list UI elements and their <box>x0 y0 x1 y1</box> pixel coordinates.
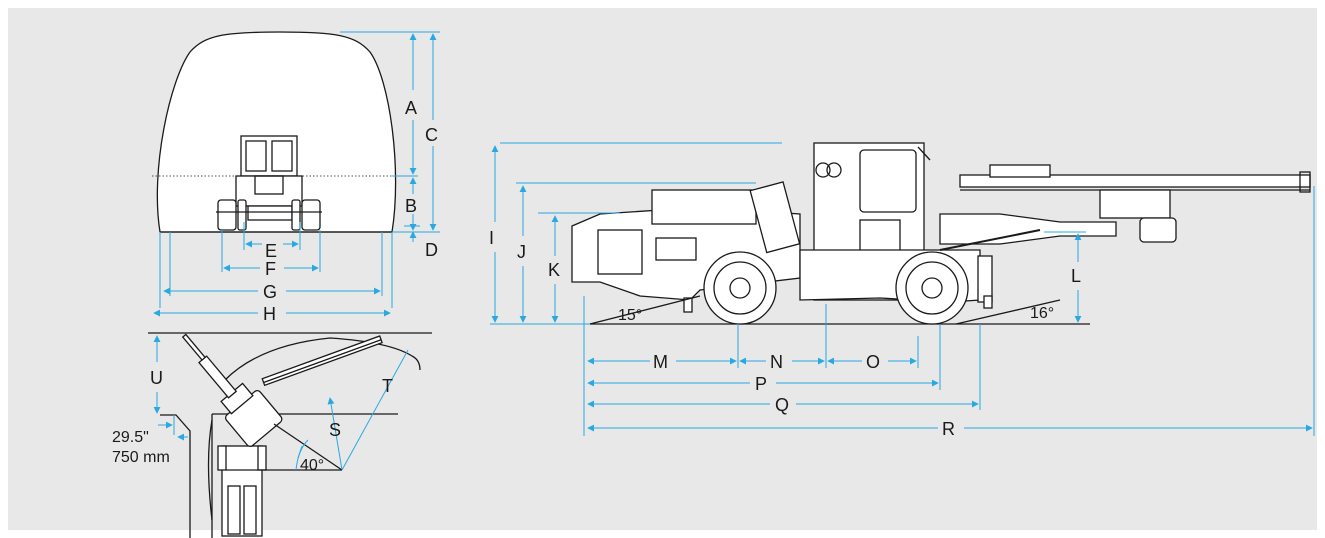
label-c: C <box>425 125 438 145</box>
label-b: B <box>405 196 417 216</box>
label-f: F <box>265 259 276 279</box>
label-n: N <box>770 352 783 372</box>
offset-metric: 750 mm <box>112 449 170 466</box>
label-g: G <box>263 282 277 302</box>
label-e: E <box>265 241 277 261</box>
front-view: A B C D E F G H <box>152 31 440 324</box>
label-j: J <box>517 242 526 262</box>
swing-view: U S T 40° 29.5" 750 mm <box>112 332 432 538</box>
angle-boom-swing: 40° <box>300 457 324 474</box>
rig-side-view <box>571 142 1311 325</box>
label-t: T <box>382 376 393 396</box>
label-s: S <box>329 420 341 440</box>
label-o: O <box>866 352 880 372</box>
label-h: H <box>263 304 276 324</box>
angle-front-approach: 15° <box>618 307 642 324</box>
side-view: I J K L 15° 16° M N O P Q R <box>489 142 1315 439</box>
offset-imperial: 29.5" <box>112 429 149 446</box>
angle-rear-departure: 16° <box>1030 305 1054 322</box>
label-m: M <box>653 352 668 372</box>
front-wheel <box>895 251 969 325</box>
label-r: R <box>942 419 955 439</box>
label-k: K <box>548 260 560 280</box>
label-d: D <box>425 240 438 260</box>
tunnel-profile <box>156 31 397 233</box>
rear-wheel <box>703 251 777 325</box>
rig-top-view <box>181 333 383 537</box>
rig-front-view <box>216 135 322 231</box>
label-q: Q <box>775 395 789 415</box>
label-u: U <box>150 368 163 388</box>
label-i: I <box>489 228 494 248</box>
label-p: P <box>755 374 767 394</box>
label-l: L <box>1071 266 1081 286</box>
label-a: A <box>405 98 417 118</box>
